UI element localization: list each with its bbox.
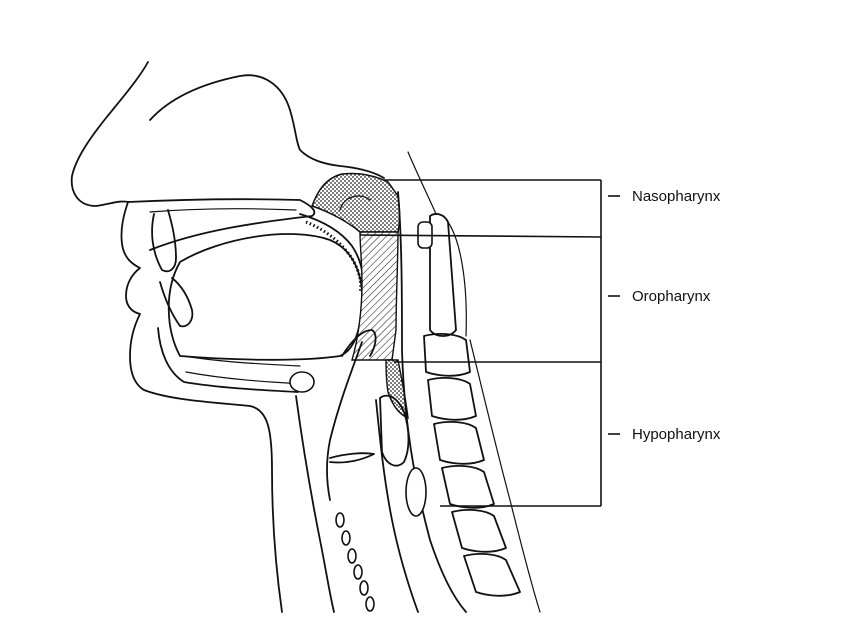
lower-incisors [160, 278, 192, 326]
region-brackets [601, 180, 620, 506]
label-oropharynx: Oropharynx [632, 288, 711, 305]
hyoid-bone [290, 372, 314, 392]
head-outline [72, 62, 282, 612]
tongue [169, 234, 363, 360]
posterior-pharyngeal-wall [398, 192, 466, 612]
soft-palate-dots [306, 222, 361, 292]
cervical-spine [418, 214, 540, 612]
epiglottis-stalk [327, 342, 362, 500]
pharyngeal-wall-inner [408, 152, 436, 214]
cranial-base-outline [150, 75, 384, 178]
mylohyoid-line [186, 372, 304, 384]
larynx-front [296, 396, 334, 612]
hard-palate [128, 199, 314, 250]
label-nasopharynx: Nasopharynx [632, 188, 721, 205]
cricoid-cartilage [406, 468, 426, 516]
label-hypopharynx: Hypopharynx [632, 426, 721, 443]
vocal-fold [330, 453, 374, 462]
tracheal-rings [336, 513, 374, 611]
upper-incisors [152, 210, 176, 271]
palate-inner-line [150, 209, 296, 212]
